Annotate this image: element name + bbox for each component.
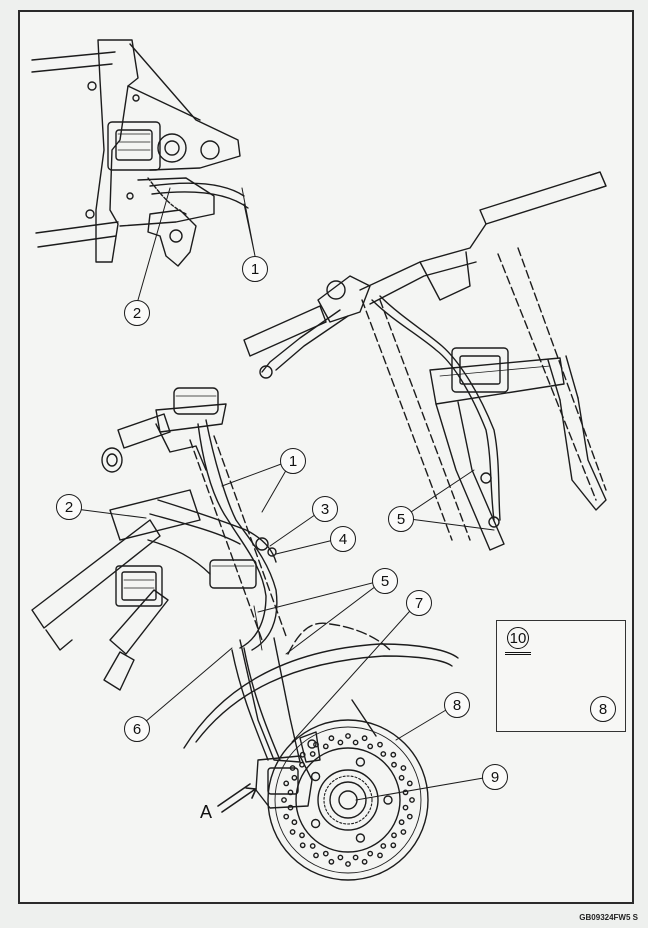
- disc-hole: [281, 797, 287, 803]
- callout-label: 2: [64, 498, 74, 516]
- disc-hole: [287, 804, 294, 811]
- disc-hole: [283, 780, 290, 787]
- callout-2-upper: 2: [124, 300, 150, 326]
- disc-hole: [291, 774, 298, 781]
- disc-hole: [291, 819, 298, 826]
- leader-c1a: [241, 187, 256, 257]
- inset-tag: 10: [507, 627, 529, 649]
- disc-hole: [299, 832, 305, 839]
- disc-hole: [400, 829, 407, 835]
- top-left-steering-head: [31, 39, 249, 267]
- callout-6: 6: [124, 716, 150, 742]
- callout-5-fork: 5: [388, 506, 414, 532]
- callout-label: 1: [250, 260, 260, 278]
- disc-hole: [402, 789, 409, 796]
- disc-hole: [328, 735, 335, 742]
- disc-hole: [309, 751, 316, 757]
- disc-hole: [380, 751, 387, 757]
- disc-hole: [313, 852, 319, 859]
- view-label-a: A: [200, 802, 213, 822]
- callout-8-main: 8: [444, 692, 470, 718]
- disc-hole: [367, 850, 374, 857]
- disc-hole: [299, 761, 305, 768]
- disc-hole: [345, 733, 351, 739]
- diagram-frame: [18, 10, 634, 904]
- disc-hole: [352, 739, 359, 746]
- disc-hole: [345, 861, 351, 867]
- disc-hole: [390, 842, 397, 849]
- disc-hole: [402, 804, 409, 811]
- callout-label: 8: [598, 700, 608, 718]
- callout-label: 3: [320, 500, 330, 518]
- top-right-handlebar-assembly: [243, 171, 607, 551]
- drawing-code: GB09324FW5 S: [579, 913, 638, 922]
- disc-hole: [380, 843, 387, 849]
- disc-hole: [406, 813, 413, 820]
- disc-hole: [361, 858, 368, 865]
- disc-hole: [367, 743, 374, 750]
- callout-label: 5: [396, 510, 406, 528]
- disc-bolt: [310, 771, 321, 782]
- callout-label: 2: [132, 304, 142, 322]
- disc-hole: [328, 858, 335, 865]
- callout-4: 4: [330, 526, 356, 552]
- inset-tag-label: 10: [509, 629, 527, 647]
- disc-hole: [391, 832, 397, 839]
- disc-hole: [352, 854, 359, 861]
- disc-bolt: [310, 818, 321, 829]
- callout-5-main: 5: [372, 568, 398, 594]
- leader-c2a: [137, 187, 171, 301]
- disc-hole: [377, 852, 383, 859]
- brake-disc-holes: [281, 733, 415, 867]
- disc-hole: [299, 751, 306, 758]
- callout-label: 7: [414, 594, 424, 612]
- disc-hole: [398, 774, 405, 781]
- inset-tag-underline: [505, 652, 531, 655]
- callout-1-upper: 1: [242, 256, 268, 282]
- disc-bolt: [355, 833, 366, 843]
- disc-hole: [299, 842, 306, 849]
- disc-hole: [289, 829, 296, 835]
- callout-label: 9: [490, 768, 500, 786]
- callout-label: 5: [380, 572, 390, 590]
- disc-hole: [287, 789, 294, 796]
- disc-hole: [309, 843, 316, 849]
- disc-hole: [391, 761, 397, 768]
- callout-label: 8: [452, 696, 462, 714]
- callout-2-main: 2: [56, 494, 82, 520]
- callout-7: 7: [406, 590, 432, 616]
- disc-hole: [322, 850, 329, 857]
- callout-label: 1: [288, 452, 298, 470]
- disc-hole: [406, 780, 413, 787]
- callout-label: 6: [132, 720, 142, 738]
- main-front-assembly: [31, 387, 459, 881]
- disc-bolt: [355, 757, 366, 767]
- callout-3: 3: [312, 496, 338, 522]
- callout-8-inset: 8: [590, 696, 616, 722]
- disc-hole: [283, 813, 290, 820]
- disc-hole: [409, 797, 415, 803]
- disc-hole: [400, 765, 407, 771]
- view-arrow: [221, 787, 257, 813]
- disc-hole: [398, 819, 405, 826]
- disc-hole: [322, 743, 329, 750]
- callout-label: 4: [338, 530, 348, 548]
- disc-hole: [313, 741, 319, 748]
- disc-hole: [337, 854, 344, 861]
- disc-hole: [289, 765, 296, 771]
- callout-1-main: 1: [280, 448, 306, 474]
- disc-hole: [377, 741, 383, 748]
- disc-hole: [390, 751, 397, 758]
- leader-c5b: [401, 469, 495, 531]
- disc-hole: [337, 739, 344, 746]
- callout-9: 9: [482, 764, 508, 790]
- disc-bolt: [383, 795, 393, 805]
- main-leaders: [67, 459, 496, 801]
- disc-hole: [361, 735, 368, 742]
